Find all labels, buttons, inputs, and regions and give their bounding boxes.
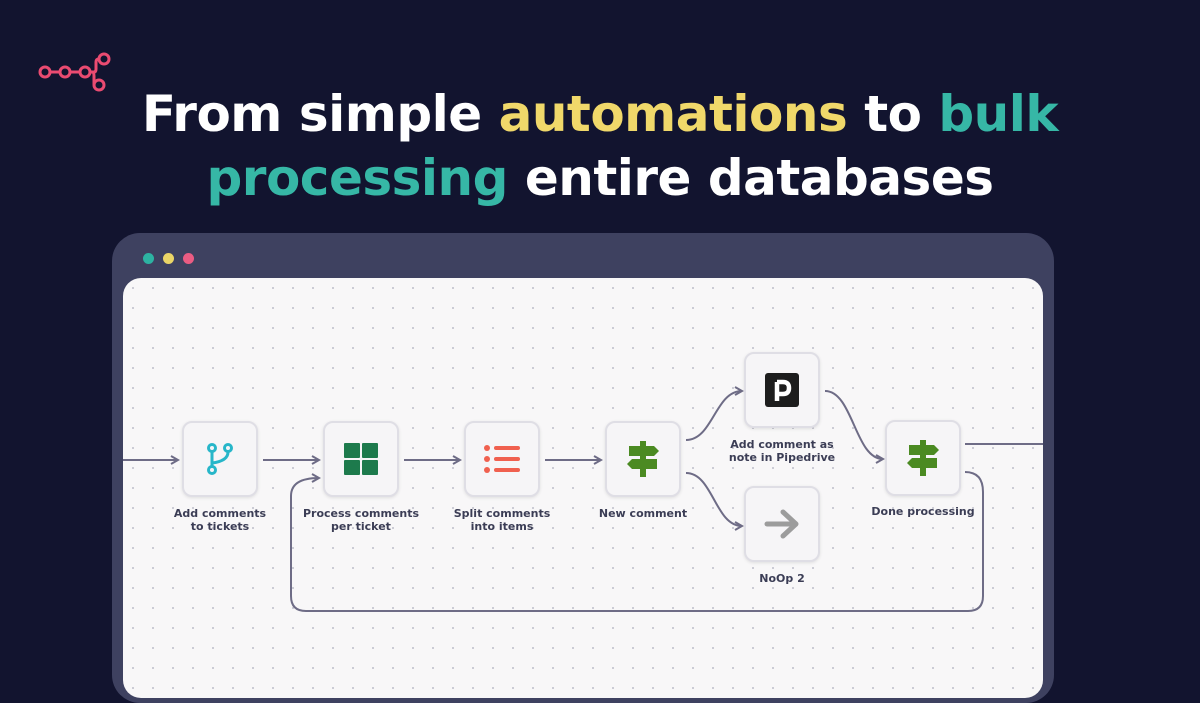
headline-highlight-processing: processing [206, 149, 509, 207]
node-label: New comment [598, 507, 688, 520]
node-noop-2[interactable] [744, 486, 820, 562]
headline-text: entire databases [524, 149, 994, 207]
headline-highlight-bulk: bulk [938, 85, 1059, 143]
window-controls [143, 253, 194, 264]
node-label: Split comments into items [453, 507, 551, 533]
node-label: Done processing [871, 505, 975, 518]
node-label: Add comments to tickets [173, 507, 267, 533]
window-dot-yellow[interactable] [163, 253, 174, 264]
arrow-right-icon [764, 509, 799, 539]
grid-icon [344, 443, 378, 475]
node-split-comments-into-items[interactable] [464, 421, 540, 497]
node-process-comments-per-ticket[interactable] [323, 421, 399, 497]
node-new-comment[interactable] [605, 421, 681, 497]
app-window: Add comments to tickets Process comments… [112, 233, 1054, 703]
workflow-canvas[interactable]: Add comments to tickets Process comments… [123, 278, 1043, 698]
node-add-comment-pipedrive[interactable] [744, 352, 820, 428]
n8n-logo [38, 52, 111, 92]
connection-4-6 [685, 472, 742, 526]
node-label: Process comments per ticket [302, 507, 420, 533]
connection-5-7 [824, 390, 883, 459]
signpost-icon [627, 441, 659, 477]
headline-highlight-automations: automations [498, 85, 848, 143]
signpost-icon [907, 440, 939, 476]
window-dot-pink[interactable] [183, 253, 194, 264]
node-label: Add comment as note in Pipedrive [728, 438, 836, 464]
list-icon [484, 445, 520, 473]
workflow-connections [123, 278, 1043, 612]
merge-branch-icon [207, 443, 233, 475]
pipedrive-icon [765, 373, 799, 407]
node-add-comments-to-tickets[interactable] [182, 421, 258, 497]
connection-loop-back [290, 471, 984, 612]
node-done-processing[interactable] [885, 420, 961, 496]
headline-text: to [864, 85, 922, 143]
node-label: NoOp 2 [759, 572, 805, 585]
headline-line-2: processing entire databases [0, 146, 1200, 210]
connection-4-5 [685, 391, 742, 441]
headline-line-1: From simple automations to bulk [0, 82, 1200, 146]
headline-text: From simple [141, 85, 482, 143]
window-dot-teal[interactable] [143, 253, 154, 264]
